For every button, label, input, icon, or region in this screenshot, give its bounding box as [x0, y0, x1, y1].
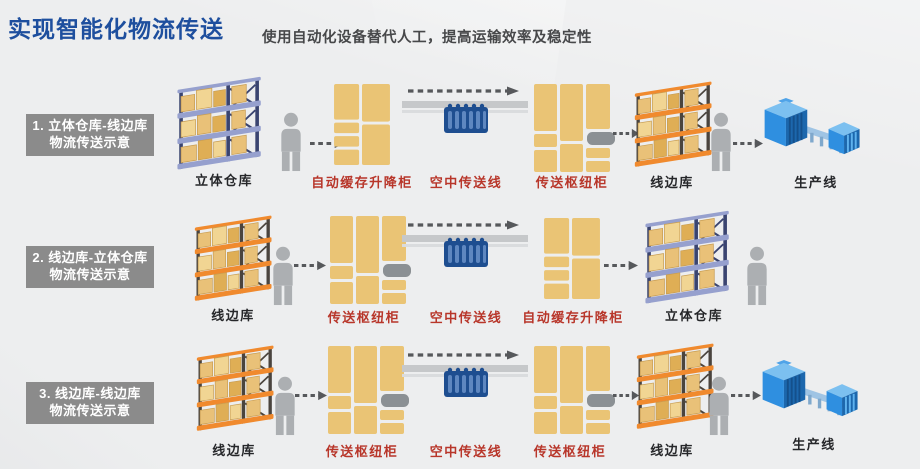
row-1-tag-line2: 物流传送示意 — [49, 134, 131, 150]
row-2-tag-line1: 2. 线边库-立体仓库 — [32, 250, 148, 265]
page-subtitle: 使用自动化设备替代人工，提高运输效率及稳定性 — [262, 30, 592, 46]
flow-arrow-icon — [604, 260, 638, 271]
transfer-hub-cabinet-icon — [534, 84, 616, 172]
row-3-tag-line1: 3. 线边库-线边库 — [39, 386, 141, 401]
auto-buffer-lift-cabinet-label: 自动缓存升降柜 — [311, 175, 413, 190]
stereo-warehouse-icon — [640, 210, 736, 306]
transfer-hub-cabinet-label: 传送枢纽柜 — [533, 444, 607, 459]
transfer-hub-cabinet-icon — [330, 216, 412, 304]
production-line-label: 生产线 — [792, 437, 836, 452]
stereo-warehouse-label: 立体仓库 — [194, 173, 254, 188]
line-side-warehouse-icon — [634, 80, 714, 170]
overhead-conveyor-label: 空中传送线 — [429, 175, 503, 190]
row-1-tag-line1: 1. 立体仓库-线边库 — [32, 118, 148, 133]
flow-arrow-icon — [731, 390, 761, 401]
production-line-icon — [758, 358, 868, 420]
overhead-conveyor-icon — [402, 220, 528, 278]
stereo-warehouse-label: 立体仓库 — [664, 308, 724, 323]
row-3-tag: 3. 线边库-线边库 物流传送示意 — [26, 382, 154, 424]
line-side-warehouse-label: 线边库 — [211, 308, 255, 323]
worker-icon — [702, 376, 736, 436]
line-side-warehouse-label: 线边库 — [650, 443, 694, 458]
transfer-hub-cabinet-label: 传送枢纽柜 — [325, 444, 399, 459]
worker-icon — [268, 376, 302, 436]
auto-buffer-lift-cabinet-icon — [544, 218, 600, 299]
transfer-hub-cabinet-label: 传送枢纽柜 — [535, 175, 609, 190]
worker-icon — [740, 246, 774, 306]
page-title: 实现智能化物流传送 — [8, 16, 224, 42]
line-side-warehouse-icon — [196, 344, 276, 434]
row-2-tag: 2. 线边库-立体仓库 物流传送示意 — [26, 246, 154, 288]
overhead-conveyor-label: 空中传送线 — [429, 444, 503, 459]
auto-buffer-lift-cabinet-icon — [334, 84, 390, 165]
flow-arrow-icon — [733, 138, 763, 149]
row-1-tag: 1. 立体仓库-线边库 物流传送示意 — [26, 114, 154, 156]
worker-icon — [266, 246, 300, 306]
overhead-conveyor-icon — [402, 350, 528, 408]
flow-arrow-icon — [295, 390, 327, 401]
transfer-hub-cabinet-icon — [534, 346, 616, 434]
transfer-hub-cabinet-icon — [328, 346, 410, 434]
worker-icon — [274, 112, 308, 172]
flow-arrow-icon — [294, 260, 326, 271]
auto-buffer-lift-cabinet-label: 自动缓存升降柜 — [522, 310, 624, 325]
overhead-conveyor-label: 空中传送线 — [429, 310, 503, 325]
overhead-conveyor-icon — [402, 86, 528, 144]
row-3-tag-line2: 物流传送示意 — [49, 402, 131, 418]
production-line-label: 生产线 — [794, 175, 838, 190]
line-side-warehouse-label: 线边库 — [650, 175, 694, 190]
stereo-warehouse-icon — [172, 76, 268, 172]
transfer-hub-cabinet-label: 传送枢纽柜 — [327, 310, 401, 325]
line-side-warehouse-label: 线边库 — [212, 443, 256, 458]
row-2-tag-line2: 物流传送示意 — [49, 266, 131, 282]
production-line-icon — [760, 96, 870, 158]
line-side-warehouse-icon — [194, 214, 274, 304]
